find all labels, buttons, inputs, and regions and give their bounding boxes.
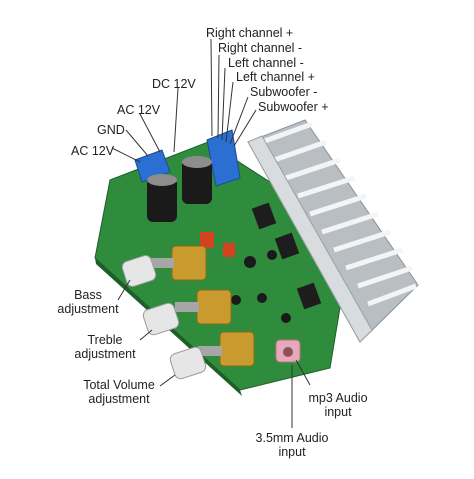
label-left-channel-minus: Left channel - [228, 56, 304, 70]
label-ac-12v-bottom: AC 12V [71, 144, 115, 158]
amplifier-chips [251, 202, 322, 310]
label-subwoofer-plus: Subwoofer + [258, 100, 329, 114]
bass-potentiometer [121, 245, 207, 287]
treble-line2: adjustment [74, 347, 136, 361]
label-3-5mm-audio-input: 3.5mm Audio input [248, 431, 336, 459]
jack-line2: input [278, 445, 306, 459]
mp3-line2: input [324, 405, 352, 419]
mp3-line1: mp3 Audio [308, 391, 368, 405]
label-dc-12v: DC 12V [152, 77, 196, 91]
label-treble-adjustment: Treble adjustment [67, 333, 143, 361]
label-right-channel-plus: Right channel + [206, 26, 294, 40]
label-gnd: GND [97, 123, 125, 137]
label-subwoofer-minus: Subwoofer - [250, 85, 318, 99]
bass-line1: Bass [74, 288, 102, 302]
capacitors [147, 156, 291, 323]
terminal-blocks [134, 129, 241, 187]
treble-potentiometer [142, 289, 232, 336]
volume-line1: Total Volume [83, 378, 155, 392]
leader-lines [111, 38, 311, 428]
treble-line1: Treble [87, 333, 123, 347]
label-bass-adjustment: Bass adjustment [50, 288, 126, 316]
audio-jack [275, 339, 301, 363]
label-total-volume-adjustment: Total Volume adjustment [76, 378, 162, 406]
jack-line1: 3.5mm Audio [255, 431, 329, 445]
label-left-channel-plus: Left channel + [236, 70, 315, 84]
heatsink [247, 119, 419, 343]
label-mp3-audio-input: mp3 Audio input [300, 391, 376, 419]
label-right-channel-minus: Right channel - [218, 41, 303, 55]
bass-line2: adjustment [57, 302, 119, 316]
volume-potentiometer [169, 331, 255, 380]
label-ac-12v-top: AC 12V [117, 103, 161, 117]
volume-line2: adjustment [88, 392, 150, 406]
